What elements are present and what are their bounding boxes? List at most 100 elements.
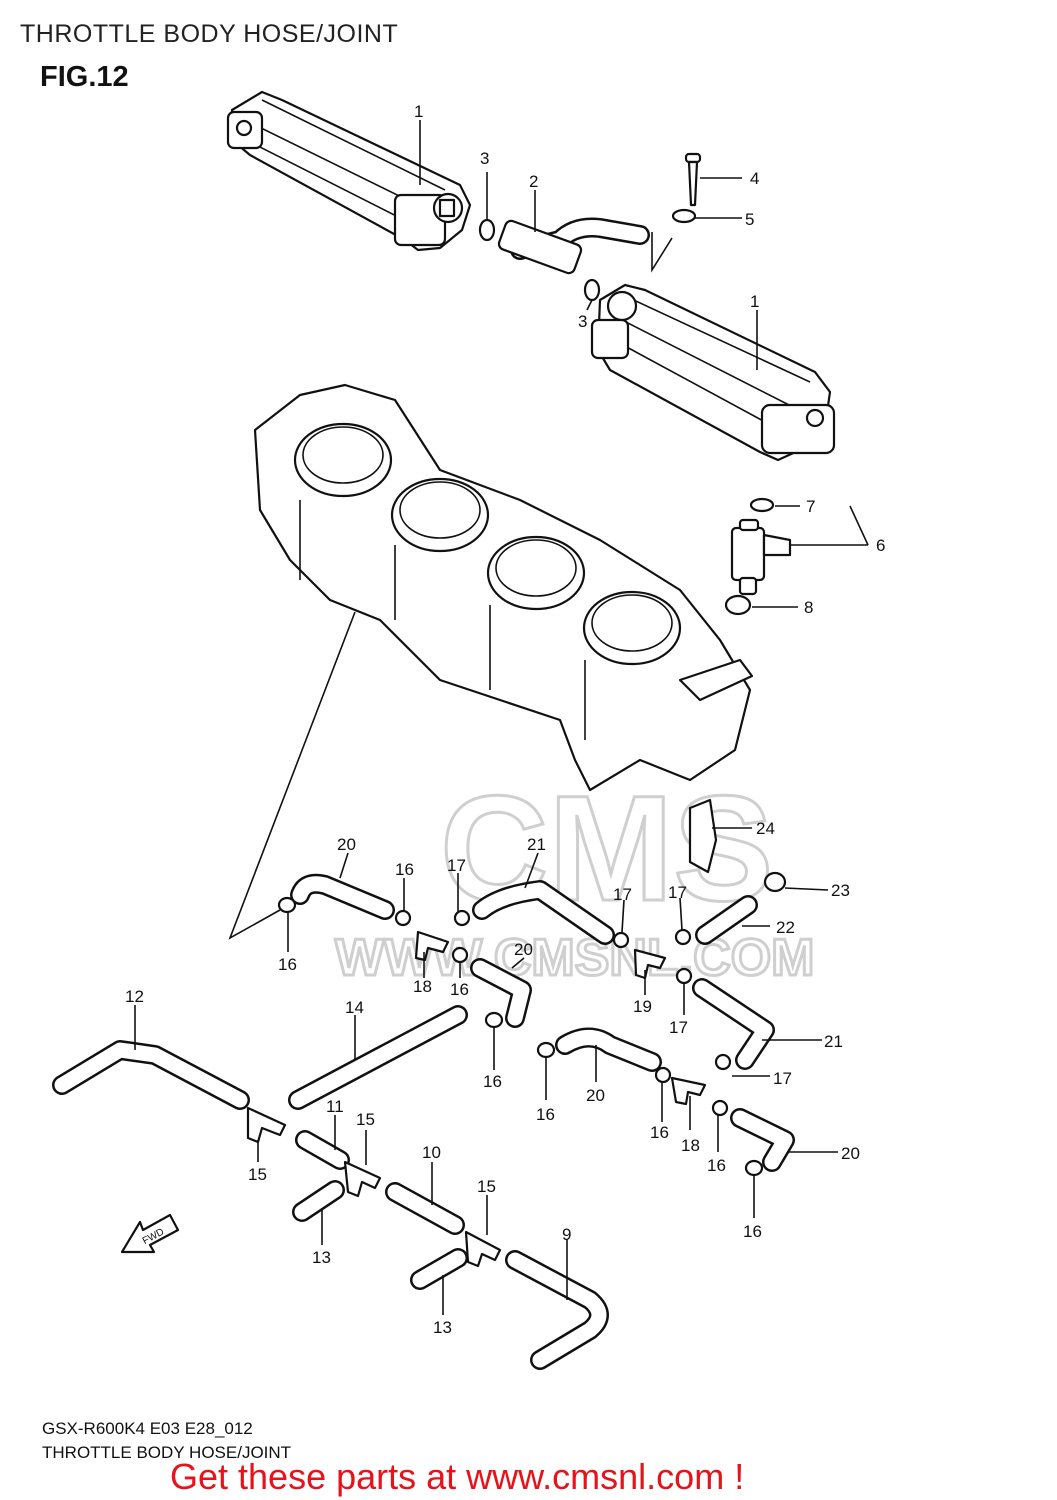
callout-16-e: 16 <box>536 1105 555 1124</box>
callout-20-c: 20 <box>586 1086 605 1105</box>
callout-16-d: 16 <box>483 1072 502 1091</box>
clip-17-c[interactable] <box>674 928 692 946</box>
callout-15-c: 15 <box>477 1177 496 1196</box>
callout-2: 2 <box>529 172 538 191</box>
callout-16-b: 16 <box>395 860 414 879</box>
callout-1-b: 1 <box>750 292 759 311</box>
callout-labels: 1 1 2 3 3 4 5 6 7 8 9 10 11 12 13 13 14 … <box>125 102 885 1337</box>
hose-14[interactable] <box>288 1005 468 1110</box>
figure-number: FIG.12 <box>40 61 129 93</box>
callout-6: 6 <box>876 536 885 555</box>
joint-15-left[interactable] <box>246 1106 287 1144</box>
hose-11[interactable] <box>295 1130 350 1170</box>
callout-17-e: 17 <box>773 1069 792 1088</box>
clip-16-a[interactable] <box>277 896 297 914</box>
o-ring-lower[interactable] <box>583 278 601 302</box>
joint-18-right[interactable] <box>670 1076 707 1106</box>
callout-3-b: 3 <box>578 312 587 331</box>
hose-clip[interactable] <box>763 871 787 893</box>
forward-direction-arrow: FWD <box>120 1213 180 1254</box>
hose-22[interactable] <box>695 895 758 945</box>
hose-20-upper-left[interactable] <box>290 873 395 920</box>
callout-5: 5 <box>745 210 754 229</box>
cms-watermark: CMS WWW.CMSNL.COM <box>334 763 816 989</box>
footer-title: THROTTLE BODY HOSE/JOINT <box>42 1443 292 1462</box>
callout-14: 14 <box>345 998 364 1017</box>
hose-20-lower-middle[interactable] <box>555 1027 662 1072</box>
callout-21-b: 21 <box>824 1032 843 1051</box>
hose-21-upper[interactable] <box>472 880 615 945</box>
callout-17-a: 17 <box>447 856 466 875</box>
clip-17-d[interactable] <box>675 967 693 985</box>
callout-10: 10 <box>422 1143 441 1162</box>
callout-1-a: 1 <box>414 102 423 121</box>
callout-15-b: 15 <box>356 1110 375 1129</box>
joint-19[interactable] <box>633 948 667 980</box>
page-title: THROTTLE BODY HOSE/JOINT <box>20 20 399 48</box>
joint-15-lower[interactable] <box>464 1230 502 1268</box>
washer[interactable] <box>671 208 697 224</box>
callout-13-a: 13 <box>312 1248 331 1267</box>
callout-16-h: 16 <box>743 1222 762 1241</box>
hose-9[interactable] <box>505 1250 609 1370</box>
fuel-joint-pipe[interactable] <box>497 217 650 275</box>
callout-17-c: 17 <box>668 883 687 902</box>
callout-16-a: 16 <box>278 955 297 974</box>
callout-leaders <box>134 120 869 1315</box>
clip-17-e[interactable] <box>714 1053 732 1071</box>
callout-23: 23 <box>831 881 850 900</box>
callout-16-g: 16 <box>707 1156 726 1175</box>
callout-20-d: 20 <box>841 1144 860 1163</box>
callout-19: 19 <box>633 997 652 1016</box>
callout-18-b: 18 <box>681 1136 700 1155</box>
callout-22: 22 <box>776 918 795 937</box>
injector-seal[interactable] <box>749 497 775 513</box>
throttle-body-assembly <box>253 383 754 792</box>
clip-16-d[interactable] <box>484 1011 504 1029</box>
callout-24: 24 <box>756 819 775 838</box>
callout-17-d: 17 <box>669 1018 688 1037</box>
o-ring-upper[interactable] <box>478 218 496 242</box>
callout-17-b: 17 <box>613 885 632 904</box>
hose-21-right[interactable] <box>692 978 775 1070</box>
callout-4: 4 <box>750 169 759 188</box>
callout-20-a: 20 <box>337 835 356 854</box>
clip-16-e[interactable] <box>536 1041 556 1059</box>
hose-12[interactable] <box>52 1040 250 1110</box>
callout-11: 11 <box>326 1097 344 1116</box>
model-code: GSX-R600K4 E03 E28_012 <box>42 1419 253 1438</box>
watermark-site: WWW.CMSNL.COM <box>335 929 814 987</box>
callout-16-f: 16 <box>650 1123 669 1142</box>
clip-16-g[interactable] <box>711 1099 729 1117</box>
injector-cushion[interactable] <box>724 594 752 616</box>
callout-20-b: 20 <box>514 940 533 959</box>
hose-clamp-bracket[interactable] <box>688 798 718 874</box>
fuel-injector[interactable] <box>730 518 792 596</box>
callout-18-a: 18 <box>413 977 432 996</box>
clip-16-b[interactable] <box>394 909 412 927</box>
clip-17-a[interactable] <box>453 909 471 927</box>
fuel-delivery-pipe-left[interactable] <box>226 90 472 252</box>
callout-16-c: 16 <box>450 980 469 999</box>
joint-15-middle[interactable] <box>343 1160 382 1198</box>
hose-13-upper[interactable] <box>292 1180 345 1222</box>
hose-20-middle[interactable] <box>470 958 532 1028</box>
callout-13-b: 13 <box>433 1318 452 1337</box>
hose-13-lower[interactable] <box>410 1248 468 1290</box>
callout-15-a: 15 <box>248 1165 267 1184</box>
callout-21-a: 21 <box>527 835 546 854</box>
hose-10[interactable] <box>385 1182 465 1235</box>
fuel-delivery-pipe-right[interactable] <box>590 283 836 462</box>
clip-16-f[interactable] <box>654 1066 672 1084</box>
callout-9: 9 <box>562 1225 571 1244</box>
clip-17-b[interactable] <box>612 931 630 949</box>
hose-20-lower-right[interactable] <box>730 1108 795 1172</box>
screw[interactable] <box>684 152 702 207</box>
clip-16-h[interactable] <box>744 1159 764 1177</box>
callout-3-a: 3 <box>480 149 489 168</box>
callout-12: 12 <box>125 987 144 1006</box>
promo-link[interactable]: Get these parts at www.cmsnl.com ! <box>170 1456 745 1497</box>
clip-16-c[interactable] <box>451 946 469 964</box>
leader-line-throttle <box>228 611 356 940</box>
